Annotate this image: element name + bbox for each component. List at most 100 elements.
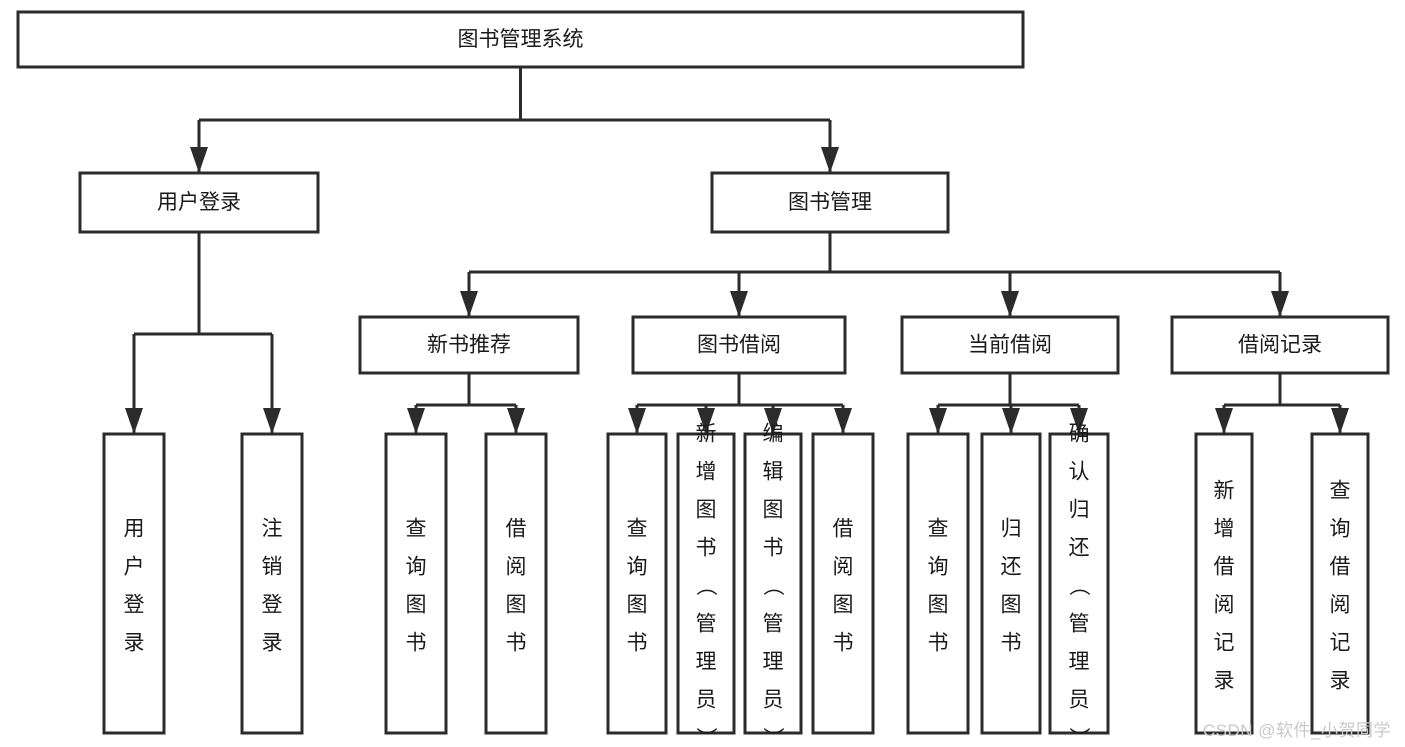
svg-text:编: 编 [763, 423, 784, 446]
node-box-leaf-0[interactable] [102, 432, 166, 735]
svg-text:书: 书 [627, 632, 648, 655]
node-box-leaf-7[interactable] [811, 432, 875, 735]
svg-text:录: 录 [124, 632, 145, 655]
arrow-head-icon [697, 408, 715, 434]
svg-text:注: 注 [262, 518, 283, 541]
node-box-l3-3[interactable] [1170, 315, 1390, 375]
arrow-head-icon [1070, 408, 1088, 434]
svg-text:辑: 辑 [763, 461, 784, 484]
node-boxes [16, 10, 1390, 735]
svg-text:查: 查 [627, 518, 648, 541]
node-box-leaf-3[interactable] [484, 432, 548, 735]
svg-text:员: 员 [696, 689, 717, 712]
svg-text:图: 图 [406, 594, 427, 617]
node-label-l2-0: 用户登录 [157, 191, 241, 214]
arrow-head-icon [1002, 408, 1020, 434]
svg-text:理: 理 [1069, 651, 1090, 674]
svg-text:登: 登 [124, 594, 145, 617]
node-box-leaf-1[interactable] [240, 432, 304, 735]
arrow-head-icon [929, 408, 947, 434]
svg-text:图: 图 [627, 594, 648, 617]
node-box-l2-0[interactable] [78, 171, 320, 234]
node-box-l2-1[interactable] [710, 171, 950, 234]
svg-text:归: 归 [1069, 499, 1090, 522]
node-label-l3-2: 当前借阅 [968, 334, 1052, 357]
svg-text:借: 借 [1214, 556, 1235, 579]
node-box-leaf-5[interactable] [676, 432, 736, 735]
node-box-leaf-6[interactable] [743, 432, 803, 735]
node-box-leaf-9[interactable] [980, 432, 1042, 735]
svg-text:图: 图 [833, 594, 854, 617]
node-box-leaf-11[interactable] [1194, 432, 1254, 735]
svg-text:图: 图 [696, 499, 717, 522]
svg-text:认: 认 [1069, 461, 1090, 484]
node-box-leaf-2[interactable] [384, 432, 448, 735]
arrow-head-icon [730, 291, 748, 317]
node-box-l3-2[interactable] [900, 315, 1120, 375]
svg-text:图: 图 [506, 594, 527, 617]
node-box-leaf-10[interactable] [1048, 432, 1110, 735]
svg-text:理: 理 [696, 651, 717, 674]
svg-text:询: 询 [406, 556, 427, 579]
svg-text:书: 书 [506, 632, 527, 655]
node-box-l3-1[interactable] [631, 315, 847, 375]
node-box-l3-0[interactable] [358, 315, 580, 375]
svg-text:录: 录 [1214, 670, 1235, 693]
svg-text:管: 管 [1069, 613, 1090, 636]
node-box-leaf-8[interactable] [906, 432, 970, 735]
arrow-head-icon [1271, 291, 1289, 317]
svg-text:阅: 阅 [833, 556, 854, 579]
svg-text:用: 用 [124, 518, 145, 541]
svg-text:书: 书 [1001, 632, 1022, 655]
arrow-head-icon [628, 408, 646, 434]
svg-text:询: 询 [1330, 518, 1351, 541]
svg-text:（: （ [761, 575, 784, 596]
svg-text:员: 员 [1069, 689, 1090, 712]
svg-text:阅: 阅 [506, 556, 527, 579]
arrow-head-icon [821, 147, 839, 173]
svg-text:图: 图 [763, 499, 784, 522]
svg-text:员: 员 [763, 689, 784, 712]
svg-text:增: 增 [1214, 518, 1235, 541]
svg-text:管: 管 [696, 613, 717, 636]
svg-text:查: 查 [1330, 480, 1351, 503]
arrow-head-icon [125, 408, 143, 434]
svg-text:增: 增 [696, 461, 717, 484]
node-label-root-0: 图书管理系统 [458, 28, 584, 51]
svg-text:询: 询 [627, 556, 648, 579]
svg-text:还: 还 [1069, 537, 1090, 560]
svg-text:户: 户 [124, 556, 145, 579]
node-box-leaf-4[interactable] [606, 432, 668, 735]
svg-text:书: 书 [406, 632, 427, 655]
arrow-head-icon [1001, 291, 1019, 317]
svg-text:）: ） [694, 727, 717, 747]
svg-text:理: 理 [763, 651, 784, 674]
svg-text:）: ） [761, 727, 784, 747]
svg-text:录: 录 [1330, 670, 1351, 693]
svg-text:书: 书 [928, 632, 949, 655]
svg-text:记: 记 [1330, 632, 1351, 655]
arrow-head-icon [764, 408, 782, 434]
svg-text:归: 归 [1001, 518, 1022, 541]
node-box-leaf-12[interactable] [1310, 432, 1370, 735]
connector-lines [125, 67, 1349, 434]
svg-text:记: 记 [1214, 632, 1235, 655]
svg-text:询: 询 [928, 556, 949, 579]
svg-text:图: 图 [928, 594, 949, 617]
svg-text:借: 借 [833, 518, 854, 541]
svg-text:新: 新 [696, 423, 717, 446]
node-box-root-0[interactable] [16, 10, 1025, 69]
node-label-leaf-0: 用户登录 [124, 518, 145, 655]
